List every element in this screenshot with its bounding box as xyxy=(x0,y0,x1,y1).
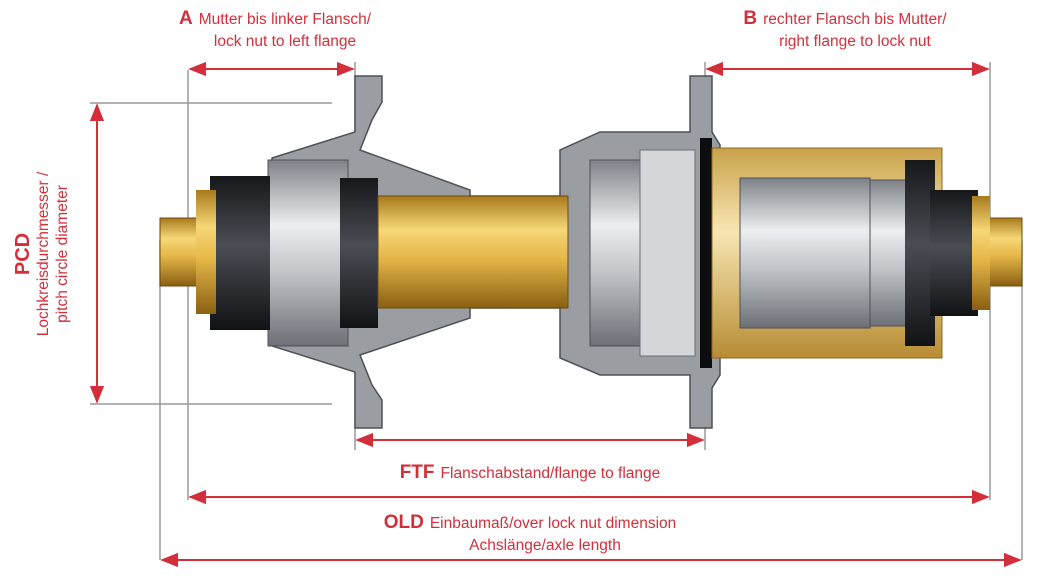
label-b-line2: right flange to lock nut xyxy=(779,33,931,50)
label-pcd-line2: pitch circle diameter xyxy=(54,185,71,323)
label-old-line2: Achslänge/axle length xyxy=(469,537,621,554)
label-old: OLD Einbaumaß/over lock nut dimension Ach… xyxy=(320,512,740,557)
label-old-key: OLD xyxy=(383,512,424,533)
dimension-arrows xyxy=(89,61,1022,568)
label-ftf: FTF Flanschabstand/flange to flange xyxy=(330,462,730,485)
label-ftf-key: FTF xyxy=(399,462,435,483)
label-a-line2: lock nut to left flange xyxy=(213,33,357,50)
label-pcd-key: PCD xyxy=(12,232,34,276)
label-ftf-text: Flanschabstand/flange to flange xyxy=(440,465,661,482)
label-a: A Mutter bis linker Flansch/ lock nut to … xyxy=(140,8,410,53)
label-pcd: PCD Lochkreisdurchmesser / pitch circle … xyxy=(12,104,72,404)
label-a-line1: Mutter bis linker Flansch/ xyxy=(198,11,371,28)
label-b-line1: rechter Flansch bis Mutter/ xyxy=(763,11,947,28)
label-old-line1: Einbaumaß/over lock nut dimension xyxy=(429,515,677,532)
label-pcd-line1: Lochkreisdurchmesser / xyxy=(35,171,52,337)
label-a-key: A xyxy=(178,8,193,29)
label-b-key: B xyxy=(743,8,758,29)
hub-body xyxy=(159,75,1023,429)
